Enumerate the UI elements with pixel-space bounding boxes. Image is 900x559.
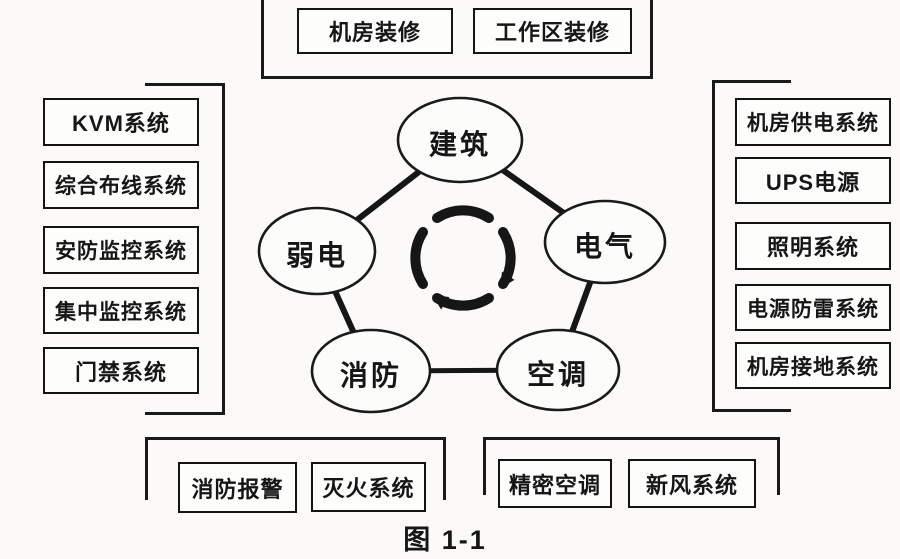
box-room-grounding-system: 机房接地系统 (735, 342, 891, 389)
box-fire-extinguishing-system: 灭火系统 (311, 462, 426, 512)
box-fresh-air-system: 新风系统 (628, 459, 756, 508)
group-weak-current-bracket (145, 83, 225, 415)
box-workarea-decoration: 工作区装修 (473, 8, 632, 54)
box-ups-power: UPS电源 (735, 157, 891, 204)
group-fire-bracket (145, 437, 446, 500)
box-access-control-system: 门禁系统 (43, 347, 199, 394)
group-hvac-bracket (483, 437, 780, 495)
node-building-label: 建筑 (428, 129, 491, 160)
box-lighting-system: 照明系统 (735, 222, 891, 270)
node-electrical-label: 电气 (573, 231, 636, 262)
box-cabling-system: 综合布线系统 (43, 161, 199, 209)
box-room-decoration: 机房装修 (297, 8, 453, 54)
box-kvm-system: KVM系统 (43, 98, 199, 146)
figure-caption: 图 1-1 (403, 525, 487, 555)
group-electrical-bracket (712, 80, 791, 412)
node-hvac-label: 空调 (526, 359, 589, 390)
box-power-lightning-protection-system: 电源防雷系统 (735, 284, 891, 331)
node-weak-current-label: 弱电 (285, 240, 348, 271)
box-centralized-monitoring-system: 集中监控系统 (43, 287, 199, 334)
node-fire-label: 消防 (339, 360, 402, 391)
box-precision-ac: 精密空调 (498, 459, 612, 508)
box-security-monitoring-system: 安防监控系统 (43, 226, 199, 274)
cycle-arrows-icon (410, 205, 516, 311)
box-fire-alarm: 消防报警 (178, 462, 297, 513)
group-building-bracket (261, 0, 653, 79)
box-room-power-system: 机房供电系统 (735, 98, 891, 146)
